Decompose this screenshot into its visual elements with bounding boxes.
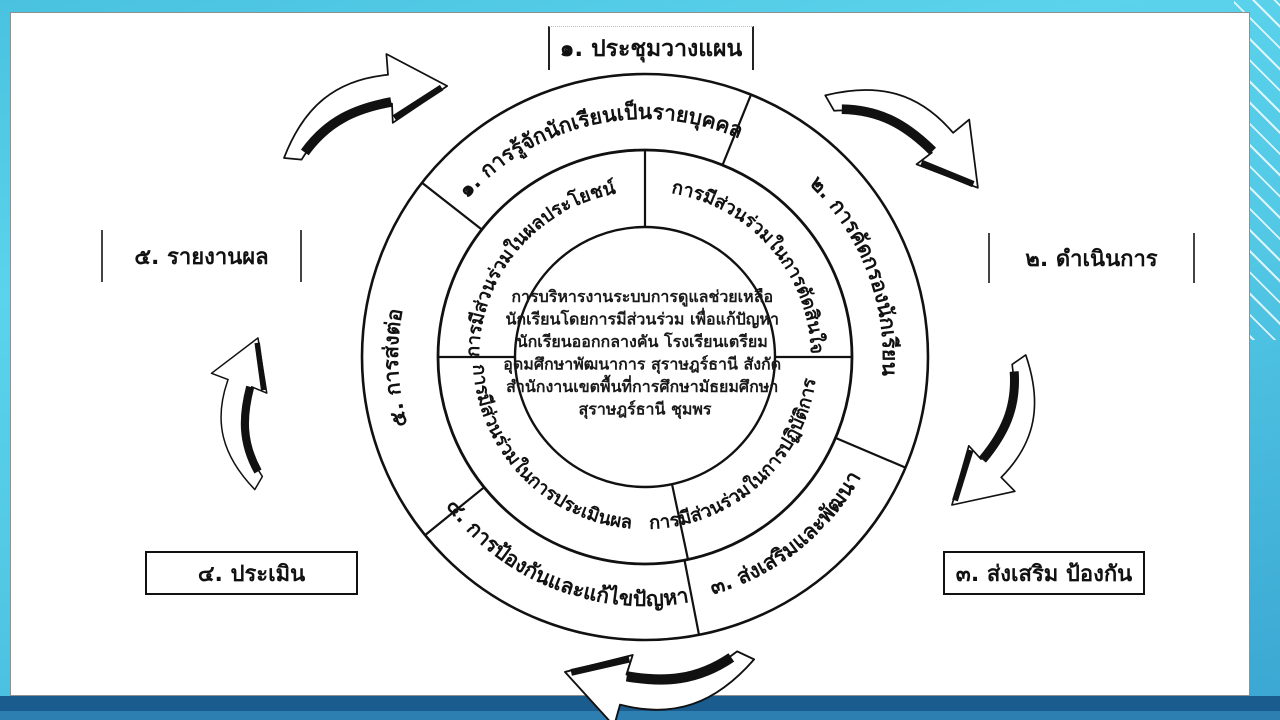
curved-arrow-left (175, 326, 315, 490)
label-step4-text: ๔. ประเมิน (197, 561, 306, 587)
label-step2-text: ๒. ดำเนินการ (1025, 246, 1158, 272)
label-step3-text: ๓. ส่งเสริม ป้องกัน (955, 561, 1133, 587)
label-step4-evaluate: ๔. ประเมิน (145, 551, 358, 595)
label-step3-promote-prevent: ๓. ส่งเสริม ป้องกัน (943, 551, 1145, 595)
outer-ring-dividers (421, 94, 906, 636)
curved-arrow-right (908, 354, 1089, 528)
background-bottom-band-light (0, 711, 1280, 720)
label-step1-text: ๑. ประชุมวางแผน (559, 35, 743, 62)
center-statement: การบริหารงานระบบการดูแลช่วยเหลือ นักเรีย… (503, 287, 786, 420)
label-step5-text: ๕. รายงานผล (134, 244, 269, 270)
label-step1-plan-meeting: ๑. ประชุมวางแผน (548, 26, 754, 70)
label-step2-implement: ๒. ดำเนินการ (988, 233, 1195, 283)
inner-ring-dividers (438, 150, 852, 560)
curved-arrow-top-left (284, 54, 447, 160)
outer-circle (360, 72, 930, 642)
label-step5-report: ๕. รายงานผล (101, 230, 302, 282)
